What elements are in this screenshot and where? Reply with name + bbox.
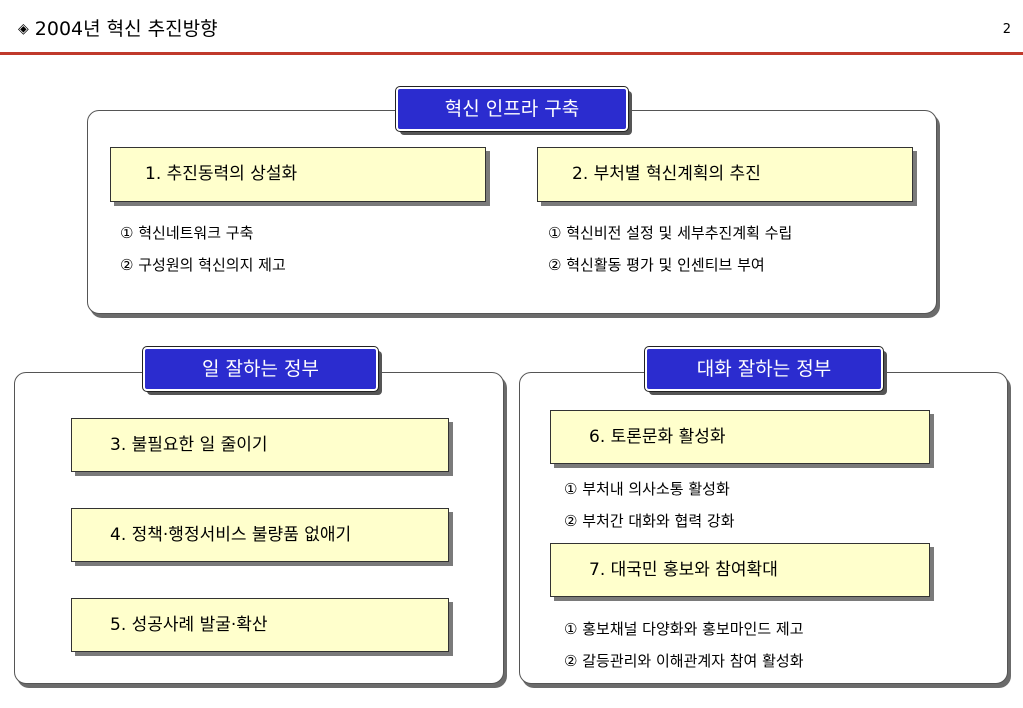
item-7-label: 7. 대국민 홍보와 참여확대 — [589, 559, 778, 580]
item-1-sub-1: ① 혁신네트워크 구축 — [120, 224, 254, 242]
item-7-sub-1: ① 홍보채널 다양화와 홍보마인드 제고 — [564, 620, 804, 638]
item-2-sub-2: ② 혁신활동 평가 및 인센티브 부여 — [548, 256, 765, 274]
work-connector-left — [60, 372, 146, 373]
page-number: 2 — [1002, 22, 1011, 37]
item-3-box: 3. 불필요한 일 줄이기 — [71, 418, 449, 472]
slide-header: ◈ 2004년 혁신 추진방향 2 — [0, 0, 1023, 56]
item-6-sub-2: ② 부처간 대화와 협력 강화 — [564, 512, 735, 530]
item-4-label: 4. 정책·행정서비스 불량품 없애기 — [110, 524, 352, 545]
dialog-connector-right — [883, 372, 983, 373]
work-connector-right — [378, 372, 478, 373]
infra-title-badge: 혁신 인프라 구축 — [395, 86, 629, 132]
page-title: ◈ 2004년 혁신 추진방향 — [18, 14, 218, 41]
infra-connector-left — [170, 110, 400, 111]
item-1-box: 1. 추진동력의 상설화 — [110, 147, 486, 202]
work-title-badge: 일 잘하는 정부 — [142, 346, 379, 392]
infra-panel — [87, 110, 937, 314]
item-7-box: 7. 대국민 홍보와 참여확대 — [550, 543, 930, 597]
page-title-text: 2004년 혁신 추진방향 — [34, 18, 218, 40]
item-6-box: 6. 토론문화 활성화 — [550, 410, 930, 464]
dialog-title-badge: 대화 잘하는 정부 — [644, 346, 884, 392]
item-7-sub-2: ② 갈등관리와 이해관계자 참여 활성화 — [564, 652, 804, 670]
item-5-label: 5. 성공사례 발굴·확산 — [110, 614, 268, 635]
item-2-box: 2. 부처별 혁신계획의 추진 — [537, 147, 913, 202]
dialog-connector-left — [566, 372, 646, 373]
item-6-label: 6. 토론문화 활성화 — [589, 426, 726, 447]
item-4-box: 4. 정책·행정서비스 불량품 없애기 — [71, 508, 449, 562]
item-1-label: 1. 추진동력의 상설화 — [145, 164, 298, 184]
item-5-box: 5. 성공사례 발굴·확산 — [71, 598, 449, 652]
infra-connector-right — [628, 110, 858, 111]
item-2-label: 2. 부처별 혁신계획의 추진 — [572, 164, 761, 184]
item-6-sub-1: ① 부처내 의사소통 활성화 — [564, 480, 730, 498]
item-2-sub-1: ① 혁신비전 설정 및 세부추진계획 수립 — [548, 224, 793, 242]
item-1-sub-2: ② 구성원의 혁신의지 제고 — [120, 256, 286, 274]
item-3-label: 3. 불필요한 일 줄이기 — [110, 434, 268, 455]
header-divider — [0, 52, 1023, 55]
diamond-bullet-icon: ◈ — [18, 21, 29, 37]
